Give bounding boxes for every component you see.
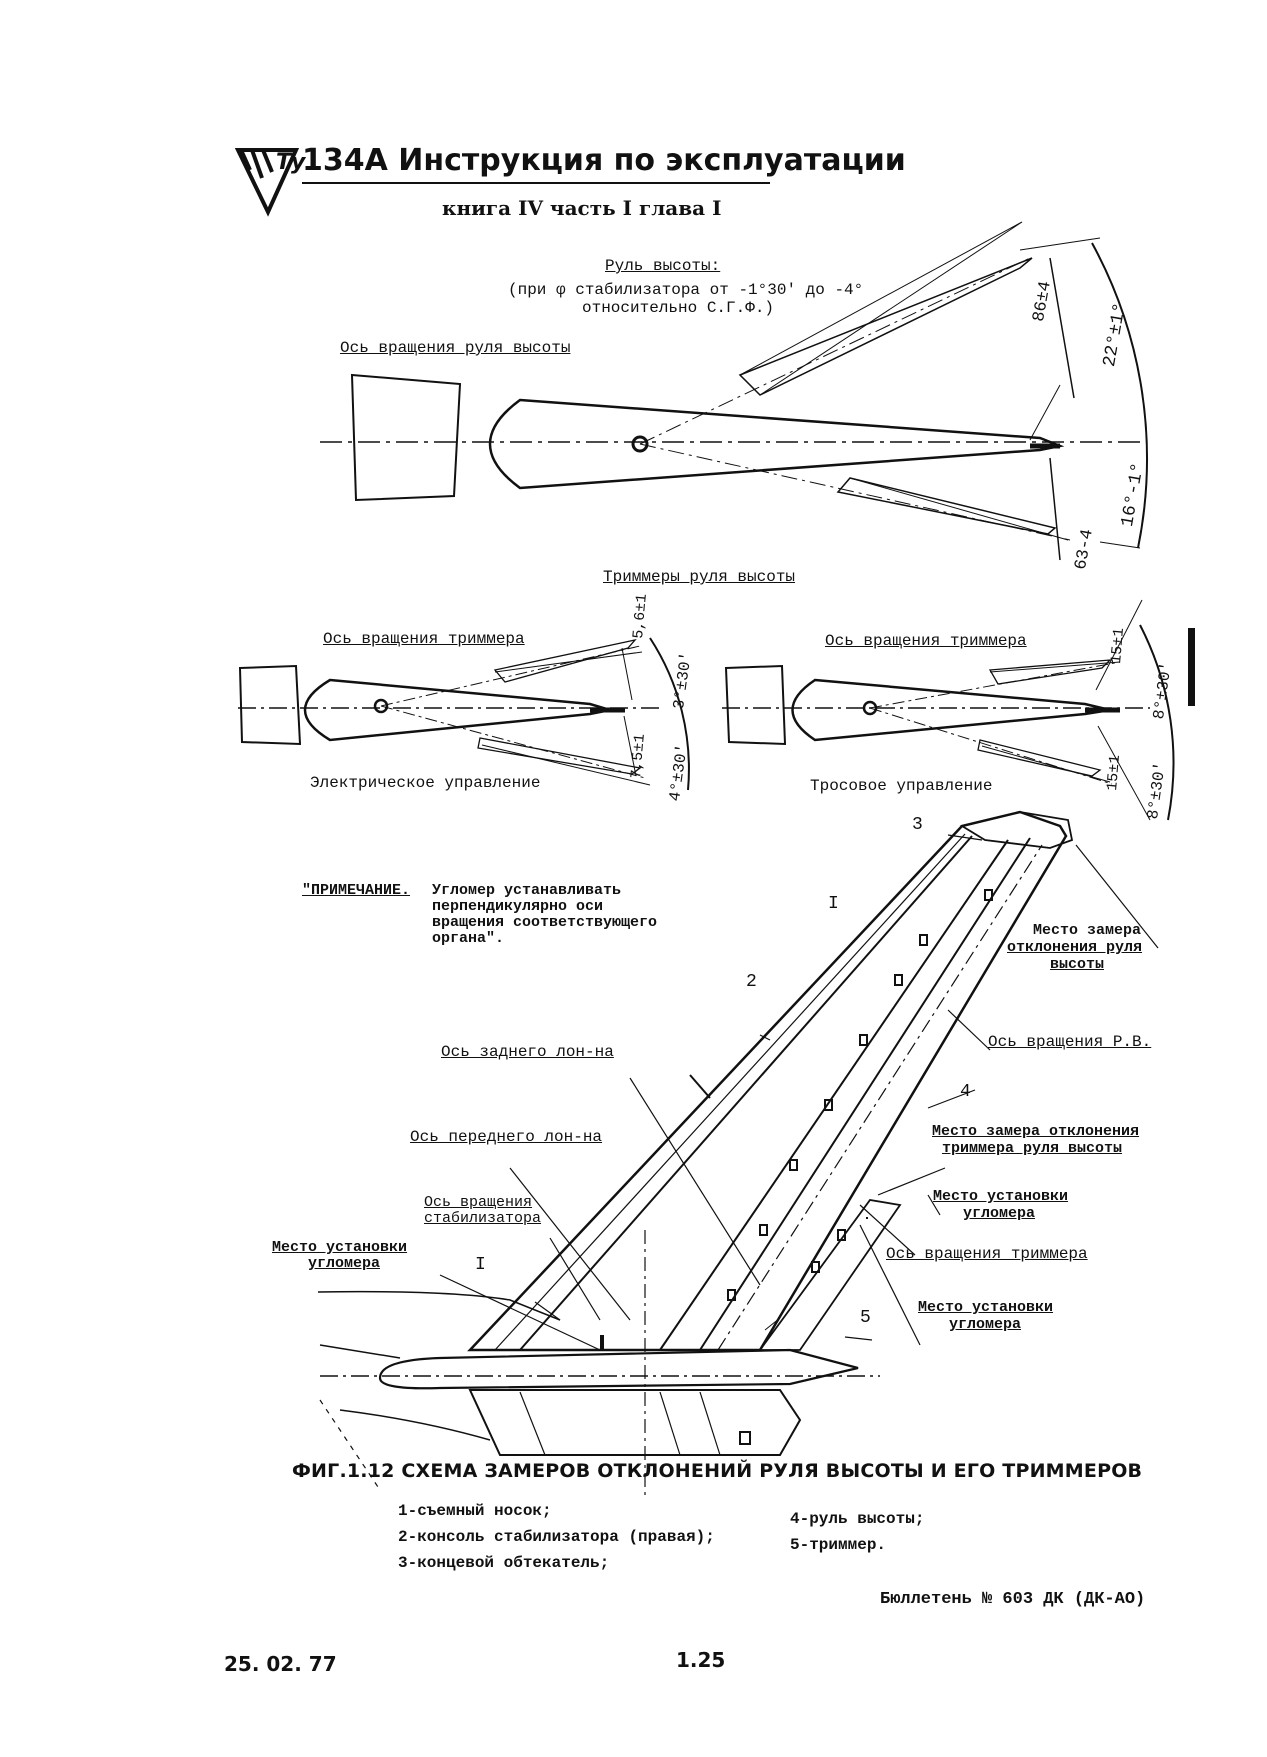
elevator-section-drawing [320, 221, 1148, 561]
label-gauge-right-2: угломера [949, 1316, 1022, 1333]
document-title: 134А Инструкция по эксплуатации [302, 143, 906, 178]
legend-item: 5-триммер. [790, 1536, 887, 1554]
note-line-1: Угломер устанавливать [432, 882, 622, 899]
stabilizer-planform-drawing [317, 810, 1159, 1500]
label-measure-elevator-3: высоты [1050, 956, 1105, 973]
legend-item: 2-консоль стабилизатора (правая); [398, 1528, 715, 1546]
label-front-spar: Ось переднего лон-на [410, 1128, 603, 1146]
legend-item: 4-руль высоты; [790, 1510, 925, 1528]
label-rear-spar: Ось заднего лон-на [441, 1043, 614, 1061]
label-measure-trim-1: Место замера отклонения [932, 1123, 1140, 1140]
label-trim-axis: Ось вращения триммера [886, 1245, 1088, 1263]
label-gauge-mid-2: угломера [963, 1205, 1036, 1222]
callout-2: 2 [746, 972, 757, 992]
logo-text: Ту [276, 150, 306, 175]
label-gauge-mid-1: Место установки [933, 1188, 1069, 1205]
bulletin-reference: Бюллетень № 603 ДК (ДК-АО) [880, 1590, 1146, 1609]
callout-1-upper: I [828, 894, 839, 914]
label-elevator-axis: Ось вращения Р.В. [988, 1033, 1152, 1051]
document-subtitle: книга IV часть I глава I [442, 196, 722, 220]
note-label: "ПРИМЕЧАНИЕ. [302, 882, 411, 899]
elevator-heading: Руль высоты: [605, 257, 721, 275]
trimmer-heading: Триммеры руля высоты [603, 568, 796, 586]
elevator-condition-line2: относительно С.Г.Ф.) [582, 299, 775, 317]
cable-dim-up: 15±1 [1108, 627, 1129, 665]
callout-1-lower: I [475, 1255, 486, 1275]
label-gauge-left-2: угломера [308, 1255, 381, 1272]
elevator-condition-line1: (при φ стабилизатора от -1°30' до -4° [508, 281, 864, 299]
label-stab-axis-2: стабилизатора [424, 1210, 542, 1227]
cable-trimmer-drawing [722, 599, 1195, 821]
electric-caption: Электрическое управление [310, 774, 541, 792]
note-line-2: перпендикулярно оси [432, 898, 604, 915]
cable-axis-label: Ось вращения триммера [825, 632, 1027, 650]
elevator-axis-label: Ось вращения руля высоты [340, 339, 571, 357]
label-gauge-left-1: Место установки [272, 1239, 408, 1256]
label-gauge-right-1: Место установки [918, 1299, 1054, 1316]
label-stab-axis-1: Ось вращения [424, 1194, 533, 1211]
document-date: 25. 02. 77 [224, 1652, 337, 1676]
label-measure-trim-2: триммера руля высоты [942, 1140, 1123, 1157]
electric-axis-label: Ось вращения триммера [323, 630, 525, 648]
callout-3: 3 [912, 815, 923, 835]
note-line-4: органа". [432, 930, 505, 947]
label-measure-elevator-1: Место замера [1033, 922, 1142, 939]
callout-4: 4 [960, 1082, 971, 1102]
electric-trimmer-drawing [238, 637, 690, 791]
label-measure-elevator-2: отклонения руля [1007, 939, 1143, 956]
cable-dim-down: 15±1 [1104, 754, 1125, 792]
note-line-3: вращения соответствующего [432, 914, 658, 931]
callout-5: 5 [860, 1308, 871, 1328]
page-number: 1.25 [676, 1648, 726, 1672]
legend-item: 3-концевой обтекатель; [398, 1554, 610, 1572]
cable-caption: Тросовое управление [810, 777, 993, 795]
legend-item: 1-съемный носок; [398, 1502, 552, 1520]
figure-caption: ФИГ.1.12 СХЕМА ЗАМЕРОВ ОТКЛОНЕНИЙ РУЛЯ В… [292, 1460, 1143, 1482]
